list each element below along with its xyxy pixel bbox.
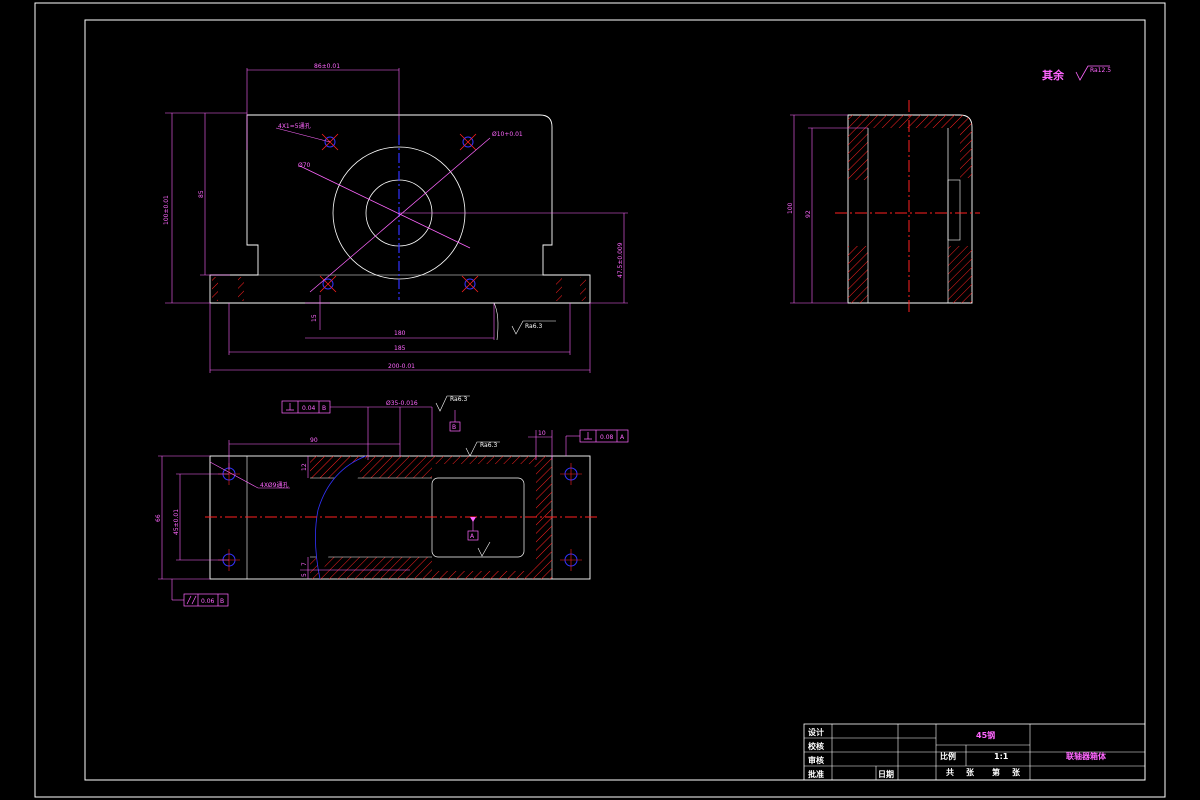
- dim-height-total: 100±0.01: [163, 195, 170, 225]
- top-hatch-left-lower: [310, 557, 432, 579]
- note-prefix: 其余: [1042, 68, 1065, 82]
- dim-bore-top: Ø35-0.016: [386, 400, 418, 407]
- tb-sheets-total: 共: [946, 767, 954, 777]
- tb-sheet-unit: 张: [1012, 768, 1021, 777]
- front-roughness: Ra6.3: [525, 323, 542, 330]
- tb-design: 设计: [808, 727, 824, 737]
- top-section-view[interactable]: 0.04 B Ø35-0.016 Ra6.3 B 90 Ra6.3 10 0.0…: [155, 395, 629, 607]
- dim-45: 45±0.01: [173, 509, 180, 535]
- tol-bottom-ref: B: [220, 598, 224, 605]
- front-outline: [209, 114, 591, 304]
- inner-drawing-frame: [84, 19, 1146, 781]
- dim-base-thick: 15: [311, 314, 318, 322]
- hole-note-top: 4XØ9通孔: [260, 481, 288, 489]
- dim-66: 66: [155, 514, 162, 522]
- tb-sheet-no: 第: [992, 767, 1000, 777]
- dim-7: 7: [301, 562, 308, 566]
- dim-90: 90: [310, 437, 318, 444]
- roughness-symbol-icon: [435, 395, 470, 412]
- top-hatch-left-upper: [310, 456, 432, 478]
- parallel-icon: [186, 595, 197, 605]
- front-view[interactable]: 86±0.01 100±0.01 85 4X1=5通孔 Ø10+0.01 Ø70…: [163, 63, 628, 373]
- rough-top: Ra6.3: [450, 396, 467, 403]
- dim-height-85: 85: [198, 190, 205, 198]
- perpendicular-icon: [584, 432, 592, 440]
- title-block: 设计 校核 审核 批准 日期 45钢 比例 1:1 联轴器箱体 共 张 第 张: [803, 723, 1146, 781]
- side-hatch-top: [848, 115, 972, 180]
- side-dim-92: 92: [805, 210, 812, 218]
- tb-scale-label: 比例: [940, 751, 956, 761]
- bolt-hole-icon: [319, 275, 337, 293]
- tb-part-name: 联轴器箱体: [1066, 751, 1107, 761]
- general-roughness-note: 其余 Ra12.5: [1042, 65, 1111, 82]
- bolt-hole-icon: [461, 275, 479, 293]
- dim-10: 10: [538, 430, 546, 437]
- tb-sheets-unit: 张: [966, 768, 975, 777]
- tol-right-value: 0.08: [600, 434, 614, 441]
- dim-height-right: 47.5±0.009: [617, 242, 624, 278]
- tol-bottom-value: 0.06: [201, 598, 215, 605]
- roughness-symbol-icon: [465, 441, 500, 457]
- datum-b: B: [452, 424, 456, 431]
- foot-hatch-left: [212, 277, 218, 301]
- hole-note-front: 4X1=5通孔: [278, 122, 311, 130]
- dim-5: 5: [301, 573, 308, 577]
- tb-material: 45钢: [976, 730, 995, 740]
- outer-sheet-border: [34, 2, 1166, 798]
- tb-date: 日期: [878, 769, 894, 779]
- roughness-symbol-icon: [1075, 65, 1110, 81]
- tol-left-ref: B: [322, 405, 326, 412]
- mount-hole-icon: [560, 463, 582, 485]
- top-hatch-upper: [432, 456, 552, 579]
- dim-w185: 185: [394, 345, 406, 352]
- roughness-symbol-icon: [511, 320, 556, 335]
- tb-check: 校核: [808, 741, 824, 751]
- mount-hole-icon: [560, 549, 582, 571]
- side-view[interactable]: 100 92: [787, 100, 980, 315]
- perpendicular-icon: [286, 403, 294, 411]
- note-roughness: Ra12.5: [1090, 67, 1111, 74]
- dim-12: 12: [301, 463, 308, 471]
- dim-dia70: Ø70: [298, 162, 311, 169]
- dim-top-width: 86±0.01: [314, 63, 340, 70]
- dim-bore-dia: Ø10+0.01: [492, 131, 523, 138]
- roughness-symbol-icon: [477, 541, 491, 557]
- tol-right-ref: A: [620, 434, 625, 441]
- dim-w-total: 200-0.01: [388, 363, 415, 370]
- side-hatch-bottom: [848, 246, 868, 303]
- tol-left-value: 0.04: [302, 405, 316, 412]
- foot-hatch-right: [556, 277, 562, 301]
- side-dim-100: 100: [787, 202, 794, 214]
- datum-a-box: [467, 530, 479, 541]
- rough-mid: Ra6.3: [480, 442, 497, 449]
- tb-scale-value: 1:1: [994, 752, 1009, 761]
- tb-approve: 批准: [808, 769, 824, 779]
- datum-a: A: [470, 533, 475, 540]
- tb-review: 审核: [808, 755, 824, 765]
- tol-frame-bottom: [183, 593, 229, 607]
- dim-w180: 180: [394, 330, 406, 337]
- datum-b-box: [449, 421, 461, 432]
- bolt-hole-icon: [459, 133, 477, 151]
